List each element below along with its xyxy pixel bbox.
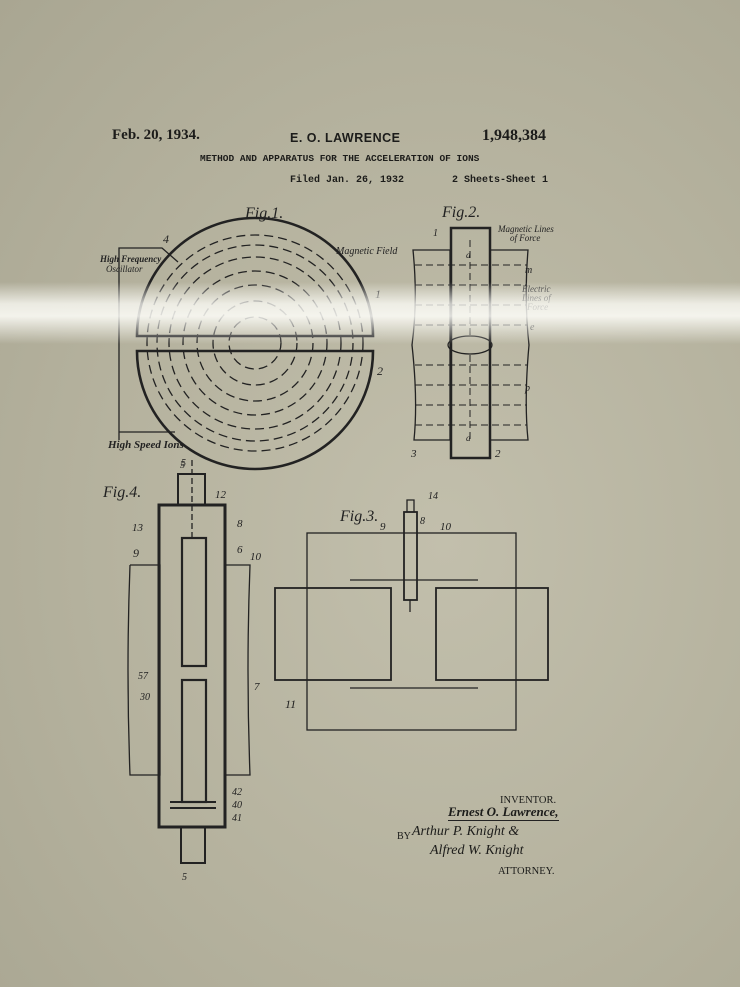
fig3-pole-right (435, 587, 549, 681)
label-force: Force (526, 302, 548, 312)
fig4-target (170, 801, 216, 809)
fig4-drawing: Fig.4. 5 5 6 7 8 9 10 12 13 30 40 41 42 … (102, 460, 262, 883)
label-8: 8 (420, 516, 425, 527)
fig2-field-lines (415, 240, 527, 440)
inventor-heading: E. O. LAWRENCE (290, 131, 401, 145)
patent-title: METHOD AND APPARATUS FOR THE ACCELERATIO… (200, 153, 480, 164)
fig1-dee-bottom (135, 349, 375, 471)
label-41: 41 (232, 813, 242, 824)
label-5-bottom: 5 (182, 872, 187, 883)
fig4-bottom-stub (180, 826, 206, 864)
label-57: 57 (138, 671, 149, 682)
patent-date: Feb. 20, 1934. (112, 127, 200, 143)
label-e: e (530, 322, 535, 333)
fig2-caption: Fig.2. (441, 204, 480, 221)
label-a-bottom: a (466, 433, 471, 443)
attorney-signature-2: Alfred W. Knight (430, 843, 524, 858)
label-42: 42 (232, 787, 242, 798)
fig4-caption: Fig.4. (102, 484, 141, 501)
label-7: 7 (254, 681, 260, 693)
label-magnetic-field: Magnetic Field (335, 246, 398, 257)
label-40: 40 (232, 800, 242, 811)
fig1-ion-orbits (146, 234, 364, 452)
sheet-number: 2 Sheets-Sheet 1 (452, 175, 549, 186)
label-30: 30 (139, 692, 150, 703)
fig2-drawing: Fig.2. Magnetic Lines of Force Electric … (410, 204, 554, 460)
label-1: 1 (375, 287, 381, 301)
fig4-pole-left (127, 564, 161, 776)
fig3-gap-lines (350, 579, 478, 689)
inventor-signature: Ernest O. Lawrence, (448, 804, 559, 821)
fig3-caption: Fig.3. (339, 508, 378, 525)
label-high-speed-ions: High Speed Ions (107, 439, 184, 451)
fig2-pole-right (489, 249, 530, 441)
label-9: 9 (133, 546, 139, 560)
label-p: p (524, 383, 530, 394)
label-10: 10 (440, 521, 452, 533)
label-5-top: 5 (180, 460, 185, 471)
fig3-drawing: Fig.3. 8 9 10 11 14 (274, 491, 549, 731)
label-magnetic-lines: Magnetic Lines (497, 224, 554, 234)
fig4-electrode-upper (180, 536, 208, 668)
fig2-gap (447, 335, 493, 355)
label-11: 11 (285, 697, 296, 711)
label-m: m (525, 265, 532, 276)
label-13: 13 (132, 522, 144, 534)
label-6: 6 (237, 544, 243, 556)
patent-number: 1,948,384 (482, 127, 546, 144)
attorney-signature-1: Arthur P. Knight & (412, 824, 520, 839)
label-10: 10 (250, 551, 262, 563)
label-9: 9 (380, 521, 386, 533)
label-14: 14 (428, 491, 438, 502)
label-1: 1 (433, 228, 438, 239)
label-high-frequency: High Frequency (99, 254, 162, 264)
inventor-label: INVENTOR. (500, 795, 557, 806)
fig3-pole-left (274, 587, 392, 681)
label-5: 5 (181, 458, 186, 469)
label-12: 12 (215, 489, 227, 501)
label-oscillator: Oscillator (106, 264, 143, 274)
fig1-oscillator-wire (118, 247, 179, 440)
fig4-electrode-lower (180, 678, 208, 804)
label-2: 2 (495, 448, 501, 460)
attorney-label: ATTORNEY. (498, 866, 555, 877)
label-8: 8 (237, 518, 243, 530)
label-4: 4 (163, 232, 169, 246)
label-a-top: a (466, 250, 471, 260)
filed-date: Filed Jan. 26, 1932 (290, 175, 405, 186)
by-label: BY (397, 831, 411, 842)
fig3-probe (403, 511, 418, 601)
fig4-pole-right (224, 564, 251, 776)
fig2-pole-left (411, 249, 451, 441)
label-2: 2 (377, 364, 383, 378)
label-of-force: of Force (510, 233, 540, 243)
label-3: 3 (410, 448, 417, 460)
fig3-probe-tip (406, 499, 415, 612)
fig3-magnet-frame (306, 532, 517, 731)
fig1-drawing: Fig.1. High Frequency Oscillator Magneti… (99, 205, 398, 471)
